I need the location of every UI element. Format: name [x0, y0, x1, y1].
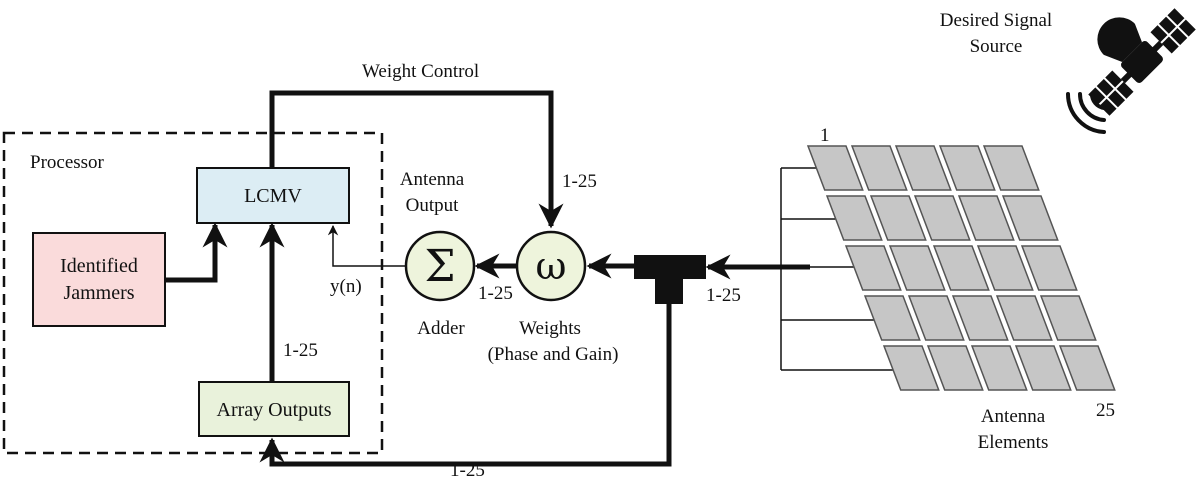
antenna-element — [995, 295, 1053, 341]
lcmv-box — [196, 167, 350, 224]
yn-label: y(n) — [330, 276, 362, 297]
bottom-range: 1-25 — [450, 460, 485, 481]
antenna-element — [888, 245, 946, 291]
antenna-element — [1020, 245, 1078, 291]
weights-input-range: 1-25 — [562, 171, 597, 192]
array-feed-lines — [780, 167, 900, 371]
antenna-element — [907, 295, 965, 341]
jammers-to-lcmv-line — [165, 222, 228, 283]
adder-circle — [404, 230, 476, 302]
identified-jammers-label-2: Jammers — [63, 282, 134, 304]
antenna-element — [982, 145, 1040, 191]
weight-control-label: Weight Control — [362, 61, 479, 82]
antenna-element — [951, 295, 1009, 341]
signal-waves-icon — [1065, 92, 1106, 134]
antenna-element — [806, 145, 864, 191]
antenna-element — [1039, 295, 1097, 341]
desired-signal-label-2: Source — [970, 36, 1023, 57]
processor-region — [2, 131, 384, 455]
antenna-panel — [806, 145, 1116, 391]
desired-signal-label-1: Desired Signal — [940, 10, 1052, 31]
identified-jammers-label-1: Identified — [60, 255, 138, 277]
antenna-output-label-1: Antenna — [400, 169, 465, 190]
antenna-element — [825, 195, 883, 241]
antenna-element — [869, 195, 927, 241]
antenna-element — [882, 345, 940, 391]
antenna-element — [1001, 195, 1059, 241]
identified-jammers-box — [32, 232, 166, 327]
antenna-output-label-2: Output — [406, 195, 460, 216]
array-outputs-range: 1-25 — [283, 340, 318, 361]
weights-label: Weights — [519, 318, 581, 339]
antenna-element — [938, 145, 996, 191]
antenna-element — [926, 345, 984, 391]
adder-sigma-icon: Σ — [424, 241, 455, 292]
splitter-block — [634, 255, 706, 304]
weights-circle — [515, 230, 587, 302]
antenna-elements-label-2: Elements — [978, 432, 1049, 453]
adder-label: Adder — [417, 318, 465, 339]
antenna-element — [957, 195, 1015, 241]
weights-sub-label: (Phase and Gain) — [488, 344, 619, 365]
antenna-elements-label-1: Antenna — [981, 406, 1046, 427]
antenna-element — [913, 195, 971, 241]
array-outputs-label: Array Outputs — [217, 399, 332, 421]
antenna-element — [844, 245, 902, 291]
splitter-to-array-outputs-line — [259, 304, 672, 467]
lcmv-label: LCMV — [244, 185, 302, 207]
element-first-label: 1 — [820, 125, 830, 146]
antenna-element — [894, 145, 952, 191]
satellite-icon — [1085, 5, 1199, 119]
antenna-element — [863, 295, 921, 341]
antenna-element — [1014, 345, 1072, 391]
antenna-element — [850, 145, 908, 191]
processor-label: Processor — [30, 152, 105, 173]
antenna-element — [932, 245, 990, 291]
element-last-label: 25 — [1096, 400, 1115, 421]
antenna-element — [1058, 345, 1116, 391]
antenna-element — [976, 245, 1034, 291]
weights-omega-icon: ω — [536, 244, 567, 288]
antenna-element — [970, 345, 1028, 391]
yn-feedback-line — [327, 224, 406, 267]
adder-range: 1-25 — [478, 283, 513, 304]
weight-control-line — [269, 90, 564, 229]
splitter-range: 1-25 — [706, 285, 741, 306]
array-outputs-box — [198, 381, 350, 437]
